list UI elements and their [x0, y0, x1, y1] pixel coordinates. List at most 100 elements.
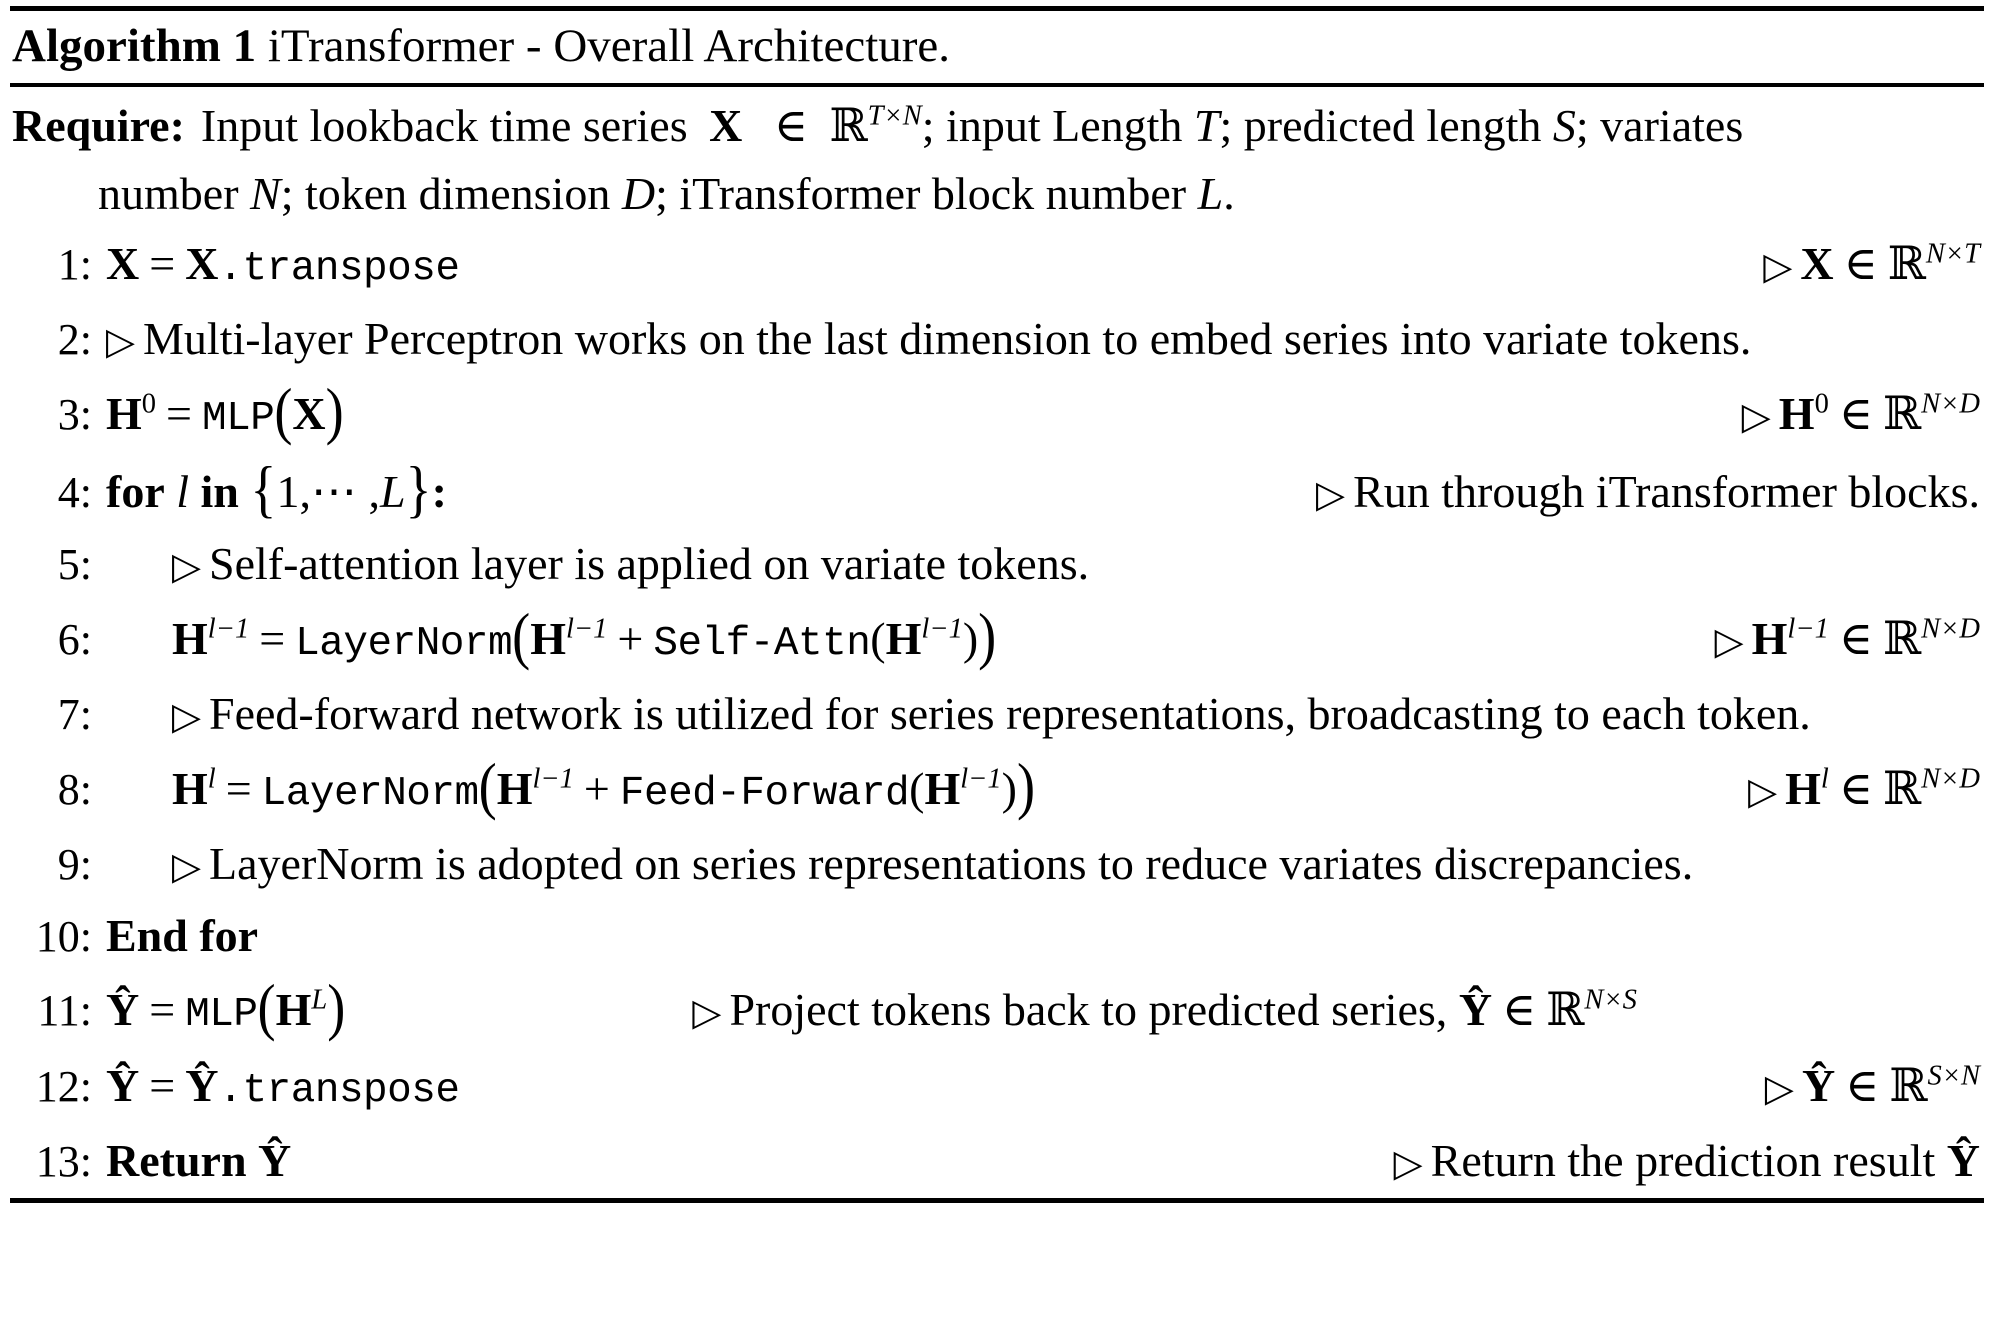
step-body-3: H0=MLP(X) ▷H0∈ℝN×D [106, 376, 1984, 454]
algorithm-step-4: 4: for l in {1,⋯ ,L}: ▷Run through iTran… [10, 454, 1984, 529]
step-comment-1: ▷X∈ℝN×T [1763, 236, 1980, 290]
algorithm-block: Algorithm 1 iTransformer - Overall Archi… [0, 6, 1994, 1322]
require-text-2a: number [98, 168, 239, 219]
algorithm-step-2: 2: ▷Multi-layer Perceptron works on the … [10, 304, 1984, 376]
line-number-7: 7: [57, 690, 92, 739]
require-text-2: number N; token dimension D; iTransforme… [98, 160, 1235, 228]
keyword-in: in [200, 466, 239, 517]
algorithm-step-11: 11: Ŷ=MLP(HL) ▷Project tokens back to pr… [10, 972, 1984, 1050]
step-note-7: ▷Feed-forward network is utilized for se… [172, 688, 1811, 739]
algorithm-step-8: 8: Hl=LayerNorm(Hl−1+Feed-Forward(Hl−1))… [10, 751, 1984, 829]
step-body-10: End for [106, 901, 1984, 971]
step-body-9: ▷LayerNorm is adopted on series represen… [106, 829, 1984, 901]
require-text-2d: . [1223, 168, 1235, 219]
algorithm-step-5: 5: ▷Self-attention layer is applied on v… [10, 529, 1984, 601]
line-number-2: 2: [57, 315, 92, 364]
symbol-S: S [1552, 100, 1576, 151]
line-number-6: 6: [57, 615, 92, 664]
step-body-7: ▷Feed-forward network is utilized for se… [106, 679, 1984, 751]
require-text-b: ; input Length [921, 100, 1183, 151]
comment-exponent-6: N×D [1921, 613, 1980, 645]
step-code-12: Ŷ=Ŷ.transpose [106, 1060, 460, 1114]
step-code-6: Hl−1=LayerNorm(Hl−1+Self-Attn(Hl−1)) [172, 600, 997, 672]
symbol-in: ∈ [773, 100, 808, 151]
line-number-3: 3: [57, 390, 92, 439]
comment-exponent-12: S×N [1927, 1060, 1980, 1092]
line-number-12: 12: [35, 1062, 92, 1111]
rule-bottom [10, 1198, 1984, 1203]
line-number-4: 4: [57, 468, 92, 517]
keyword-return: Return [106, 1135, 247, 1186]
symbol-X: X [709, 100, 743, 151]
line-number-1: 1: [57, 240, 92, 289]
step-body-8: Hl=LayerNorm(Hl−1+Feed-Forward(Hl−1)) ▷H… [106, 751, 1984, 829]
algorithm-step-6: 6: Hl−1=LayerNorm(Hl−1+Self-Attn(Hl−1)) … [10, 601, 1984, 679]
step-code-8: Hl=LayerNorm(Hl−1+Feed-Forward(Hl−1)) [172, 750, 1036, 822]
step-comment-8: ▷Hl∈ℝN×D [1748, 761, 1980, 815]
step-code-13: Return Ŷ [106, 1135, 292, 1186]
require-line-1: Require: Input lookback time series X ∈ … [10, 91, 1984, 160]
algorithm-title-name: iTransformer - Overall Architecture. [267, 20, 951, 72]
step-body-12: Ŷ=Ŷ.transpose ▷Ŷ∈ℝS×N [106, 1050, 1984, 1126]
algorithm-title: Algorithm 1 iTransformer - Overall Archi… [10, 11, 1984, 83]
step-note-text-2: Multi-layer Perceptron works on the last… [143, 313, 1752, 364]
step-body-4: for l in {1,⋯ ,L}: ▷Run through iTransfo… [106, 454, 1984, 529]
symbol-D: D [621, 168, 656, 219]
reals-exponent-1: T×N [867, 100, 922, 132]
step-comment-11: ▷Project tokens back to predicted series… [692, 982, 1637, 1036]
algorithm-title-label: Algorithm 1 [12, 20, 257, 72]
step-note-2: ▷Multi-layer Perceptron works on the las… [106, 313, 1752, 364]
comment-exponent-1: N×T [1925, 238, 1980, 270]
step-body-6: Hl−1=LayerNorm(Hl−1+Self-Attn(Hl−1)) ▷Hl… [106, 601, 1984, 679]
require-block: Require: Input lookback time series X ∈ … [10, 87, 1984, 228]
require-text-1: Input lookback time series X ∈ ℝT×N; inp… [201, 91, 1743, 160]
rule-top [10, 6, 1984, 11]
comment-exponent-3: N×D [1921, 388, 1980, 420]
comment-exponent-8: N×D [1921, 763, 1980, 795]
algorithm-step-10: 10: End for [10, 901, 1984, 972]
step-code-1: X=X.transpose [106, 238, 460, 292]
line-number-8: 8: [57, 765, 92, 814]
algorithm-step-3: 3: H0=MLP(X) ▷H0∈ℝN×D [10, 376, 1984, 454]
step-code-3: H0=MLP(X) [106, 375, 344, 447]
line-number-13: 13: [35, 1137, 92, 1186]
require-text-d: ; variates [1575, 100, 1744, 151]
line-number-11: 11: [37, 986, 92, 1035]
step-comment-text-4: Run through iTransformer blocks. [1353, 466, 1980, 517]
step-comment-6: ▷Hl−1∈ℝN×D [1714, 611, 1980, 665]
symbol-L: L [1197, 168, 1224, 219]
symbol-N: N [250, 168, 281, 219]
step-comment-4: ▷Run through iTransformer blocks. [1316, 466, 1980, 517]
rule-mid [10, 83, 1984, 87]
keyword-end-for: End for [106, 910, 259, 961]
step-comment-text-13: Return the prediction result [1430, 1135, 1936, 1186]
line-number-9: 9: [57, 840, 92, 889]
step-code-11: Ŷ=MLP(HL) [106, 971, 346, 1043]
step-note-text-9: LayerNorm is adopted on series represent… [209, 838, 1694, 889]
step-comment-3: ▷H0∈ℝN×D [1741, 386, 1980, 440]
step-note-9: ▷LayerNorm is adopted on series represen… [172, 838, 1694, 889]
line-number-10: 10: [35, 912, 92, 961]
keyword-for: for [106, 466, 165, 517]
algorithm-step-1: 1: X=X.transpose ▷X∈ℝN×T [10, 228, 1984, 304]
step-note-text-5: Self-attention layer is applied on varia… [209, 538, 1090, 589]
step-body-5: ▷Self-attention layer is applied on vari… [106, 529, 1984, 601]
step-comment-13: ▷Return the prediction result Ŷ [1393, 1135, 1980, 1186]
step-body-1: X=X.transpose ▷X∈ℝN×T [106, 228, 1984, 304]
algorithm-step-12: 12: Ŷ=Ŷ.transpose ▷Ŷ∈ℝS×N [10, 1050, 1984, 1126]
step-body-11: Ŷ=MLP(HL) ▷Project tokens back to predic… [106, 972, 1984, 1050]
algorithm-step-7: 7: ▷Feed-forward network is utilized for… [10, 679, 1984, 751]
step-body-2: ▷Multi-layer Perceptron works on the las… [106, 304, 1984, 376]
comment-exponent-11: N×S [1584, 984, 1637, 1016]
step-code-4: for l in {1,⋯ ,L}: [106, 453, 447, 525]
require-text-c: ; predicted length [1219, 100, 1542, 151]
algorithm-step-9: 9: ▷LayerNorm is adopted on series repre… [10, 829, 1984, 901]
symbol-T: T [1193, 100, 1220, 151]
step-body-13: Return Ŷ ▷Return the prediction result Ŷ [106, 1126, 1984, 1198]
require-line-2: number N; token dimension D; iTransforme… [10, 160, 1984, 228]
require-label: Require: [12, 100, 185, 151]
algorithm-step-13: 13: Return Ŷ ▷Return the prediction resu… [10, 1126, 1984, 1198]
require-text-2c: ; iTransformer block number [655, 168, 1187, 219]
step-comment-12: ▷Ŷ∈ℝS×N [1764, 1058, 1980, 1112]
symbol-reals: ℝ [829, 98, 868, 152]
